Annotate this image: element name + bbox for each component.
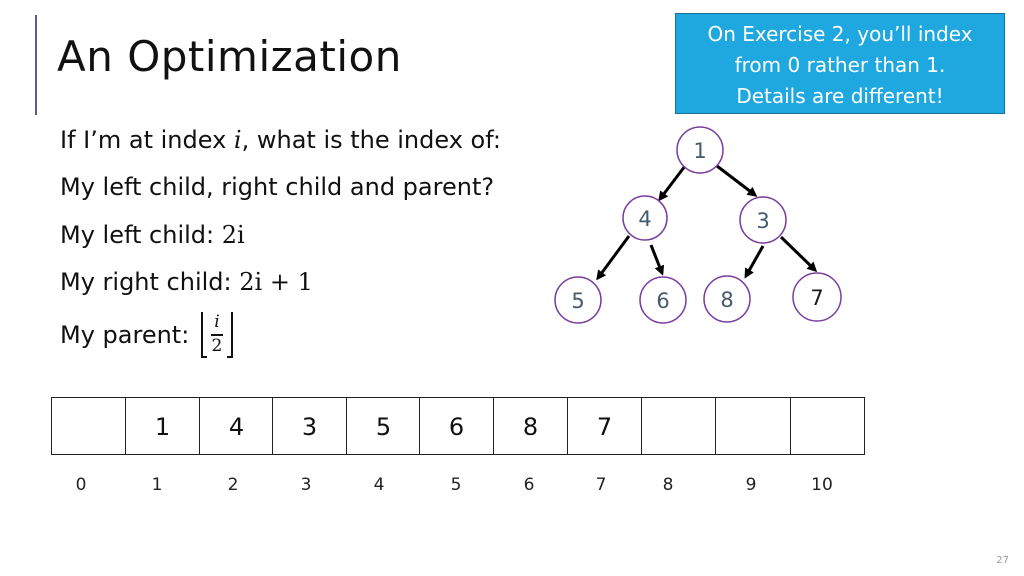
edge-4-to-6 (649, 244, 665, 276)
question-subline: My left child, right child and parent? (60, 173, 495, 201)
node-label: 4 (638, 207, 651, 231)
array-cell-0 (51, 397, 126, 455)
array-index-7: 7 (595, 475, 607, 495)
question-line: If I’m at index i, what is the index of: (60, 126, 501, 154)
array-cell-1: 1 (125, 397, 200, 455)
array-cell-8 (641, 397, 716, 455)
fraction-denominator: 2 (211, 336, 223, 356)
edge-3-to-8 (744, 245, 765, 279)
array-index-2: 2 (227, 475, 239, 495)
left-child-label: My left child: (60, 221, 222, 249)
array-index-4: 4 (373, 475, 385, 495)
edge-3-to-7 (779, 235, 818, 273)
title-accent-bar (35, 15, 37, 115)
callout-line-3: Details are different! (736, 84, 944, 108)
exercise-callout-box: On Exercise 2, you’ll index from 0 rathe… (675, 13, 1005, 114)
array-index-10: 10 (811, 475, 833, 495)
node-label: 1 (693, 139, 706, 163)
array-cell-5: 6 (419, 397, 494, 455)
array-index-3: 3 (300, 475, 312, 495)
callout-line-1: On Exercise 2, you’ll index (707, 22, 973, 46)
node-7: 7 (792, 272, 842, 322)
right-child-line: My right child: 2i + 1 (60, 268, 313, 296)
array-index-5: 5 (450, 475, 462, 495)
left-child-line: My left child: 2i (60, 221, 245, 249)
edge-1-to-3 (716, 164, 758, 197)
edge-4-to-5 (596, 235, 631, 281)
callout-line-2: from 0 rather than 1. (734, 53, 946, 77)
node-3: 3 (739, 196, 787, 244)
array-cell-7: 7 (567, 397, 642, 455)
right-child-label: My right child: (60, 268, 240, 296)
node-label: 3 (756, 209, 769, 233)
question-prefix: If I’m at index (60, 126, 234, 154)
node-label: 7 (810, 286, 823, 310)
floor-right-bracket (226, 312, 233, 358)
fraction-bar (210, 334, 223, 336)
array-index-6: 6 (523, 475, 535, 495)
node-label: 6 (656, 289, 669, 313)
array-cell-3: 3 (272, 397, 347, 455)
floor-fraction: i 2 (200, 312, 233, 358)
question-suffix: , what is the index of: (241, 126, 501, 154)
array-index-8: 8 (662, 475, 674, 495)
node-8: 8 (703, 275, 751, 323)
array-cell-10 (790, 397, 865, 455)
page-number: 27 (996, 555, 1009, 566)
parent-label: My parent: (60, 321, 197, 349)
index-variable: i (233, 126, 242, 154)
slide-title: An Optimization (57, 32, 402, 81)
parent-line: My parent: i 2 (60, 312, 233, 358)
node-1: 1 (676, 126, 724, 174)
floor-left-bracket (200, 312, 207, 358)
node-label: 5 (571, 289, 584, 313)
array-cell-6: 8 (493, 397, 568, 455)
node-5: 5 (554, 276, 602, 324)
edge-1-to-4 (658, 165, 687, 202)
array-index-9: 9 (745, 475, 757, 495)
fraction-numerator: i (214, 312, 220, 332)
array-cell-2: 4 (199, 397, 274, 455)
node-4: 4 (622, 195, 668, 241)
node-6: 6 (639, 276, 687, 324)
array-index-1: 1 (151, 475, 163, 495)
right-child-formula: 2i + 1 (239, 268, 313, 296)
node-label: 8 (720, 288, 733, 312)
left-child-formula: 2i (221, 221, 245, 249)
array-index-0: 0 (75, 475, 87, 495)
tree-edges (596, 164, 818, 281)
array-cell-4: 5 (346, 397, 421, 455)
array-cell-9 (715, 397, 791, 455)
